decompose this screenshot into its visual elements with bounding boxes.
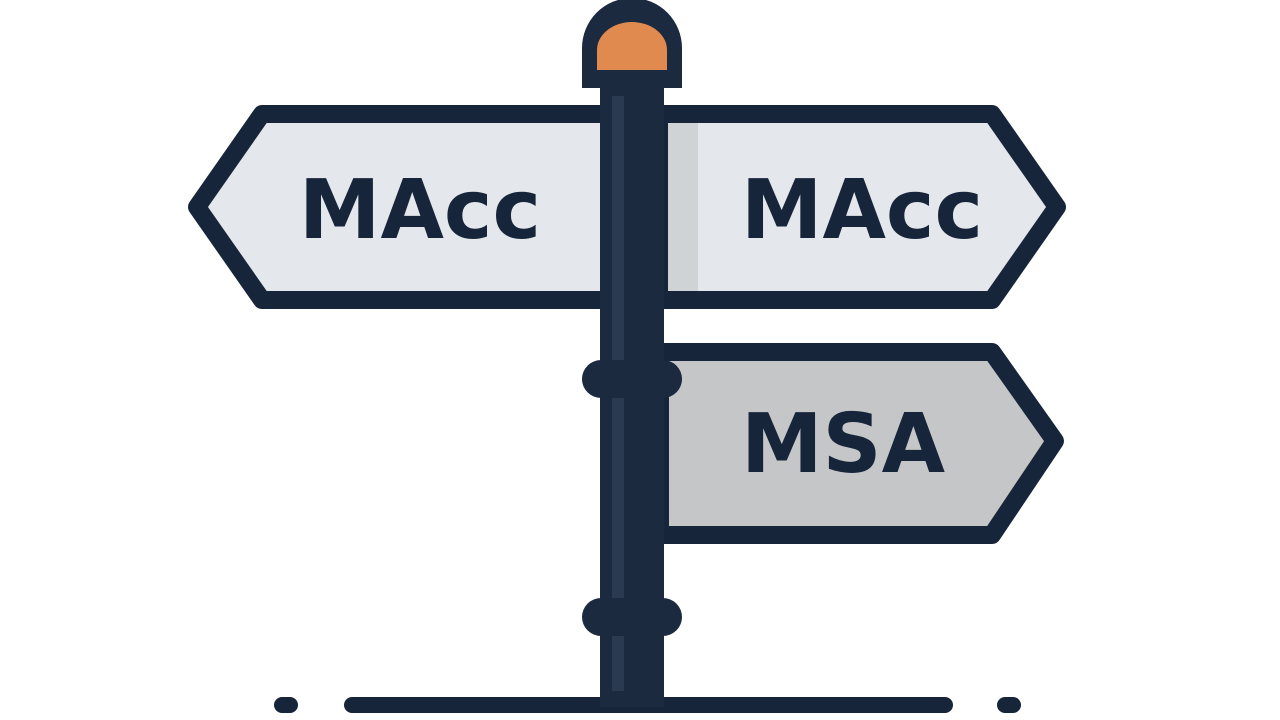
sign-right-top-label: MAcc xyxy=(741,163,983,258)
sign-right-bottom-label: MSA xyxy=(741,397,946,492)
sign-right-bottom: MSA xyxy=(651,343,1064,544)
pole-collar-upper xyxy=(582,360,682,398)
sign-left: MAcc xyxy=(188,105,624,309)
sign-right-top-shade xyxy=(668,123,698,291)
sign-left-board xyxy=(188,105,624,309)
pole-finial-light xyxy=(597,22,667,70)
pole-collar-lower xyxy=(582,598,682,636)
pole xyxy=(582,0,682,707)
sign-right-top: MAcc xyxy=(651,105,1066,309)
sign-left-label: MAcc xyxy=(299,163,541,258)
